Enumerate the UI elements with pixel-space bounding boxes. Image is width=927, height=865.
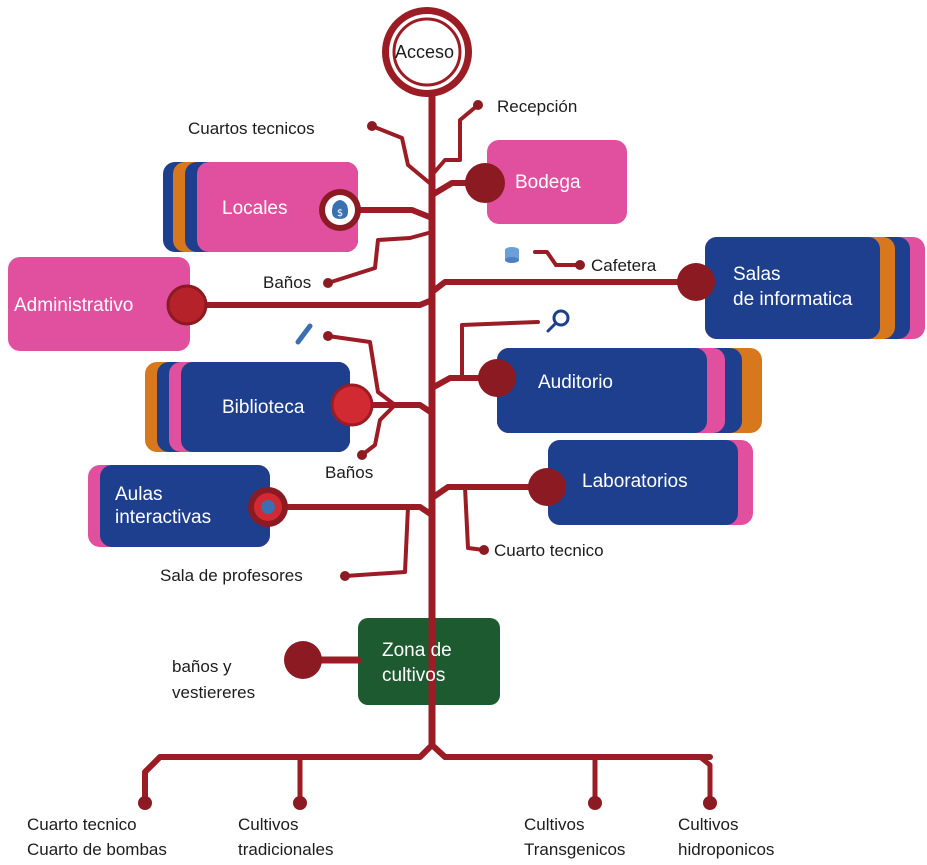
acceso-label: Acceso [395,42,455,62]
laboratorios-box[interactable] [548,440,753,525]
database-icon [505,247,519,263]
aulas-box[interactable] [88,465,270,547]
acceso-root[interactable] [382,7,472,97]
connector-lines [142,84,713,803]
cuarto-tecnico-label: Cuarto tecnico [494,541,604,560]
banos-vestiereres-label: baños y vestiereres [172,657,256,702]
aulas-label: Aulas interactivas [115,484,212,528]
zona-cultivos-label: Zona de cultivos [382,640,452,686]
node-circles [166,163,715,679]
globe-icon [248,487,288,527]
biblioteca-label: Biblioteca [222,397,305,418]
auditorio-box[interactable] [497,348,762,433]
sala-profesores-label: Sala de profesores [160,566,303,585]
cafetera-label: Cafetera [591,256,657,275]
biblioteca-box[interactable] [145,362,350,452]
locales-box[interactable] [163,162,358,252]
recepcion-label: Recepción [497,97,578,116]
laboratorios-label: Laboratorios [582,471,688,492]
bottom-label-2: Cultivos tradicionales [238,815,334,859]
cuartos-tecnicos-label: Cuartos tecnicos [188,119,315,138]
bottom-label-1: Cuarto tecnico Cuarto de bombas [27,815,167,859]
banos-2-label: Baños [325,463,374,482]
administrativo-label: Administrativo [14,295,134,316]
bodega-box[interactable] [487,140,627,224]
salas-box[interactable] [705,237,925,339]
banos-1-label: Baños [263,273,312,292]
magnifier-icon [546,309,570,333]
pencil-icon [295,323,313,345]
svg-text:$: $ [337,208,343,219]
bottom-label-4: Cultivos hidroponicos [678,815,775,859]
administrativo-box[interactable] [8,257,190,351]
salas-label: Salas de informatica [733,264,853,310]
locales-label: Locales [222,198,288,219]
bottom-label-3: Cultivos Transgenicos [524,815,626,859]
auditorio-label: Auditorio [538,372,613,393]
money-bag-icon: $ [319,189,361,231]
node-dots [138,100,717,810]
bodega-label: Bodega [515,172,581,193]
